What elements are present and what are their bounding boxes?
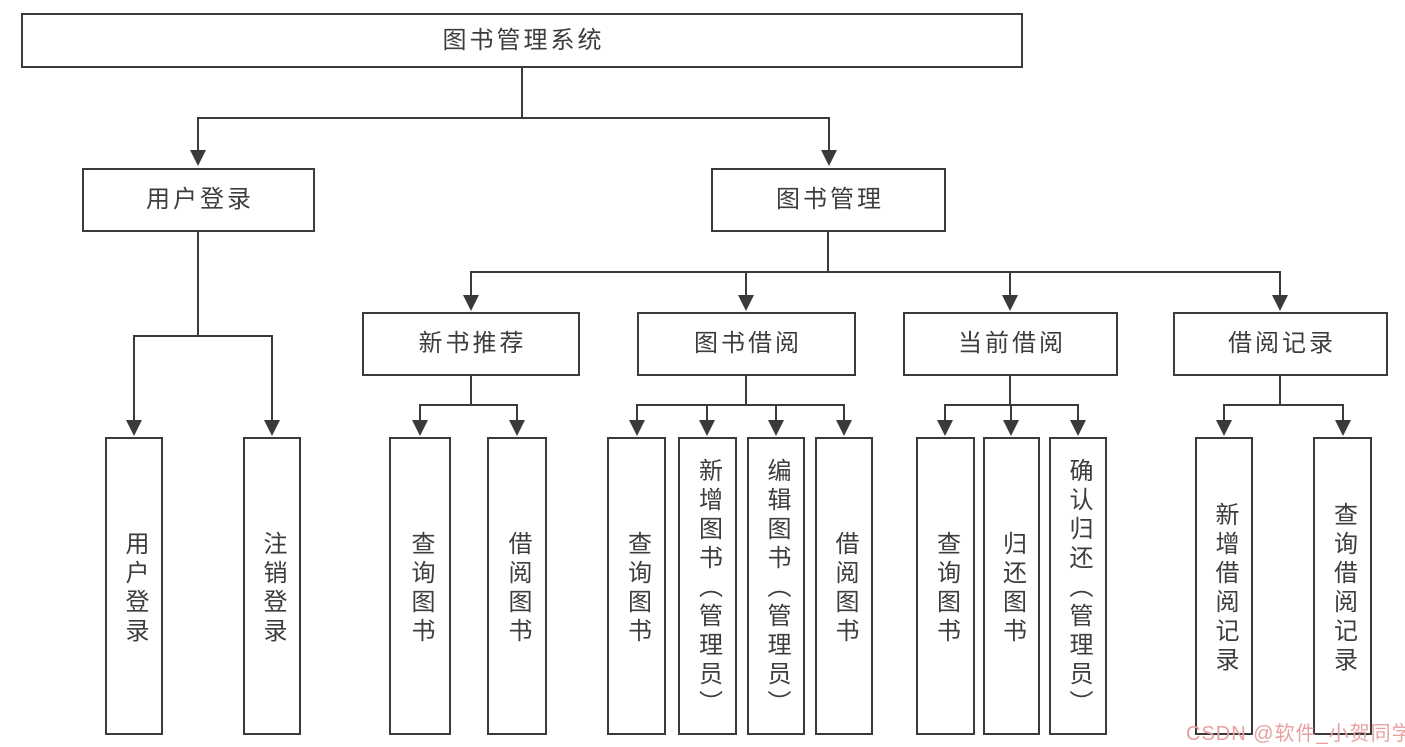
leaf-confirm-return-admin: 确认归还（管理员） bbox=[1049, 437, 1107, 735]
leaf-logout: 注销登录 bbox=[243, 437, 301, 735]
connector-login-to-leaves bbox=[126, 232, 280, 436]
connector-bookmgmt-to-level3 bbox=[463, 232, 1288, 311]
leaf-borrow-books-2: 借阅图书 bbox=[815, 437, 873, 735]
leaf-borrow-books-1: 借阅图书 bbox=[487, 437, 547, 735]
connector-root-to-level2 bbox=[190, 68, 837, 166]
node-user-login: 用户登录 bbox=[82, 168, 315, 232]
leaf-edit-books-admin: 编辑图书（管理员） bbox=[747, 437, 805, 735]
node-book-borrow: 图书借阅 bbox=[637, 312, 856, 376]
csdn-watermark: CSDN @软件_小贺同学 bbox=[1186, 723, 1405, 745]
leaf-add-books-admin: 新增图书（管理员） bbox=[678, 437, 737, 735]
leaf-add-borrow-record: 新增借阅记录 bbox=[1195, 437, 1253, 735]
connector-bookborrow-to-leaves bbox=[629, 376, 852, 436]
node-borrow-records: 借阅记录 bbox=[1173, 312, 1388, 376]
connector-newbook-to-leaves bbox=[412, 376, 525, 436]
leaf-query-borrow-record: 查询借阅记录 bbox=[1313, 437, 1372, 735]
leaf-user-login: 用户登录 bbox=[105, 437, 163, 735]
connector-currentborrow-to-leaves bbox=[937, 376, 1086, 436]
leaf-query-books-3: 查询图书 bbox=[916, 437, 975, 735]
connector-records-to-leaves bbox=[1216, 376, 1351, 436]
leaf-query-books-1: 查询图书 bbox=[389, 437, 451, 735]
node-root-system: 图书管理系统 bbox=[21, 13, 1023, 68]
node-new-book-recommend: 新书推荐 bbox=[362, 312, 580, 376]
leaf-return-books: 归还图书 bbox=[983, 437, 1040, 735]
node-current-borrow: 当前借阅 bbox=[903, 312, 1118, 376]
node-book-management: 图书管理 bbox=[711, 168, 946, 232]
leaf-query-books-2: 查询图书 bbox=[607, 437, 666, 735]
